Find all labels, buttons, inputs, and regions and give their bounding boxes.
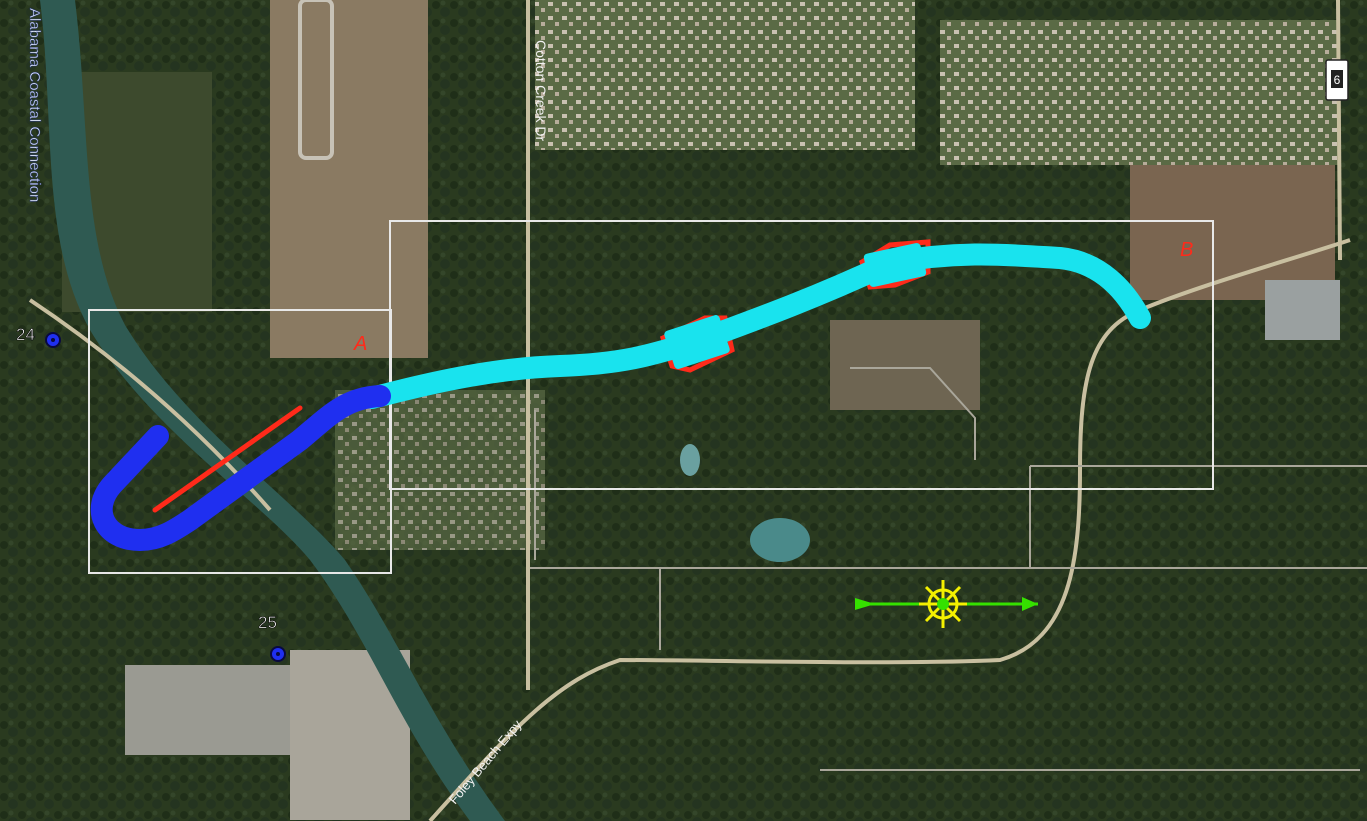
milepost-24[interactable] (45, 332, 61, 348)
neighborhood-center (335, 390, 545, 550)
alternate-route-node (863, 243, 927, 287)
subdivision-north (535, 0, 915, 150)
route-shield-icon (1325, 59, 1349, 101)
area-label-a: A (353, 333, 367, 355)
highlight-upper (859, 239, 931, 290)
apartments-east (1265, 280, 1340, 340)
industrial-south (125, 665, 305, 755)
road-state-route (1336, 0, 1342, 261)
runway (298, 0, 334, 160)
milepost-24-label: 24 (16, 325, 35, 344)
pond (680, 444, 700, 476)
field-northeast (1130, 165, 1335, 300)
route-shield-label: 6 (1334, 73, 1341, 87)
road-foley-beach (428, 238, 1351, 821)
highlight-mid (659, 315, 735, 373)
alternate-route (361, 243, 1151, 409)
airfield (270, 0, 428, 358)
study-area-frames (88, 220, 1214, 574)
milepost-25[interactable] (270, 646, 286, 662)
minor-roads (530, 367, 1367, 771)
area-label-b: B (1180, 239, 1193, 261)
milepost-25-label: 25 (258, 613, 277, 632)
road-label-alabama-coastal: Alabama Coastal Connection (26, 8, 43, 202)
pond (750, 518, 810, 562)
alternate-route-node (664, 315, 730, 369)
primary-route (90, 385, 391, 551)
compass-icon (855, 580, 1038, 628)
highlight-left-upper (152, 405, 303, 513)
road-label-cotton-creek: Cotton Creek Dr (533, 40, 549, 141)
subdivision-northeast (940, 20, 1340, 165)
frame-area-b (389, 220, 1214, 490)
field-mid (830, 320, 980, 410)
